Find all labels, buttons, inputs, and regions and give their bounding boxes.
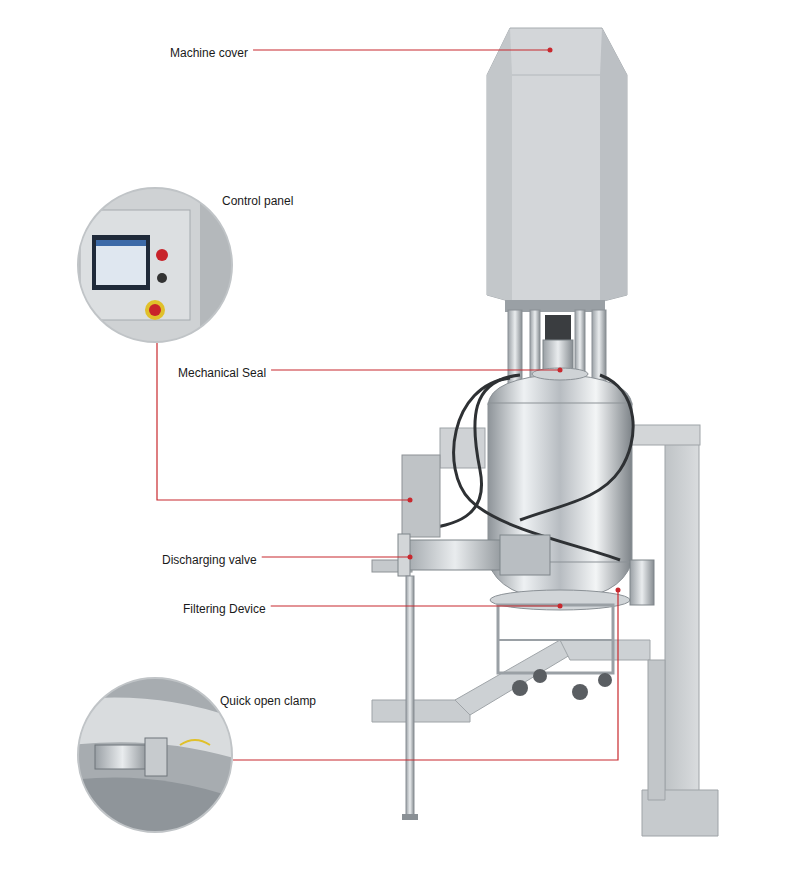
part-label: Mechanical Seal (178, 366, 266, 380)
leader-line (262, 556, 410, 557)
control-panel-inset (70, 180, 240, 350)
mixing-vessel (488, 368, 632, 600)
leader-dots (408, 48, 621, 609)
leader-line (233, 590, 618, 760)
part-label: Quick open clamp (220, 694, 316, 708)
part-label-box: Discharging valve (162, 550, 257, 568)
filtering-device (490, 560, 654, 700)
control-box (402, 455, 440, 537)
part-label-box: Mechanical Seal (178, 363, 266, 381)
part-label: Control panel (222, 194, 293, 208)
part-label: Machine cover (170, 46, 248, 60)
machine-cover (487, 28, 627, 302)
part-label-box: Machine cover (170, 43, 248, 61)
part-label: Filtering Device (183, 602, 266, 616)
leader-line (157, 343, 410, 500)
leader-line (271, 369, 560, 370)
part-label: Discharging valve (162, 553, 257, 567)
hoses (420, 375, 633, 560)
part-label-box: Filtering Device (183, 599, 266, 617)
part-label-box: Quick open clamp (220, 691, 316, 709)
leader-line (271, 605, 560, 606)
clamp-inset (70, 670, 240, 840)
leader-lines (157, 50, 618, 760)
lifting-columns (505, 300, 606, 390)
leader-line (253, 49, 550, 50)
part-label-box: Control panel (222, 191, 293, 209)
discharging-valve (372, 534, 550, 820)
